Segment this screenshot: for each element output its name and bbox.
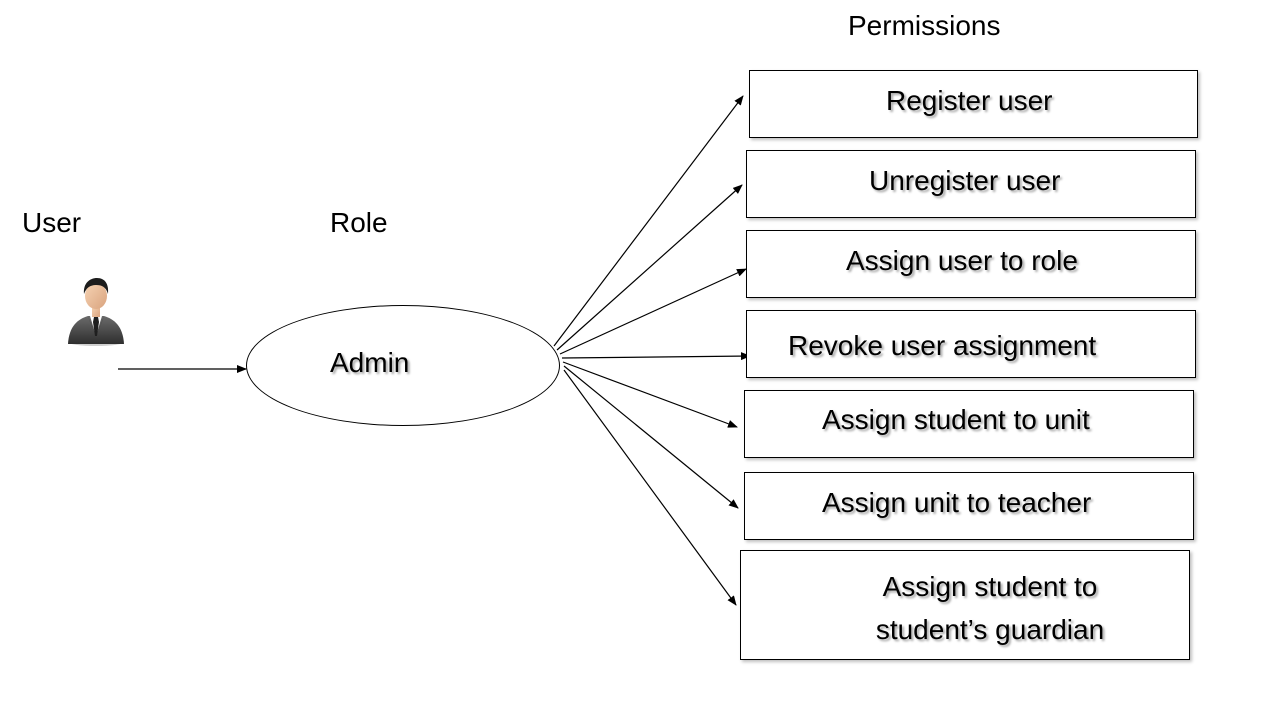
arrow-to-assign-user-to-role: [559, 268, 747, 355]
permission-label: Assign unit to teacher: [822, 487, 1092, 518]
role-label: Admin: [330, 347, 410, 378]
businessman-icon: [64, 276, 130, 348]
permission-label: Register user: [886, 85, 1053, 116]
permission-label: Assign student to unit: [822, 404, 1090, 435]
permission-box-assign-unit-to-teacher: Assign unit to teacher: [744, 472, 1194, 540]
permission-label: Assign user to role: [846, 245, 1078, 276]
role-ellipse: [246, 305, 560, 426]
arrow-to-unregister-user: [556, 184, 743, 351]
permission-box-assign-student-to-guardian: Assign student to student’s guardian: [740, 550, 1190, 660]
permission-box-assign-user-to-role: Assign user to role: [746, 230, 1196, 298]
arrow-to-register-user: [553, 95, 744, 347]
permission-box-unregister-user: Unregister user: [746, 150, 1196, 218]
permission-label: Unregister user: [869, 165, 1061, 196]
arrow-to-revoke-user-assignment: [561, 352, 751, 361]
arrow-to-assign-student-to-unit: [562, 361, 738, 428]
user-heading: User: [22, 207, 82, 238]
role-heading: Role: [330, 207, 388, 238]
permission-box-revoke-user-assignment: Revoke user assignment: [746, 310, 1196, 378]
permission-label: Revoke user assignment: [788, 330, 1097, 361]
permissions-heading: Permissions: [848, 10, 1001, 41]
permission-box-assign-student-to-unit: Assign student to unit: [744, 390, 1194, 458]
permission-label: Assign student to student’s guardian: [875, 571, 1105, 645]
arrow-to-assign-student-to-guardian: [563, 369, 737, 606]
arrow-to-assign-unit-to-teacher: [563, 365, 739, 509]
permission-box-register-user: Register user: [749, 70, 1198, 138]
